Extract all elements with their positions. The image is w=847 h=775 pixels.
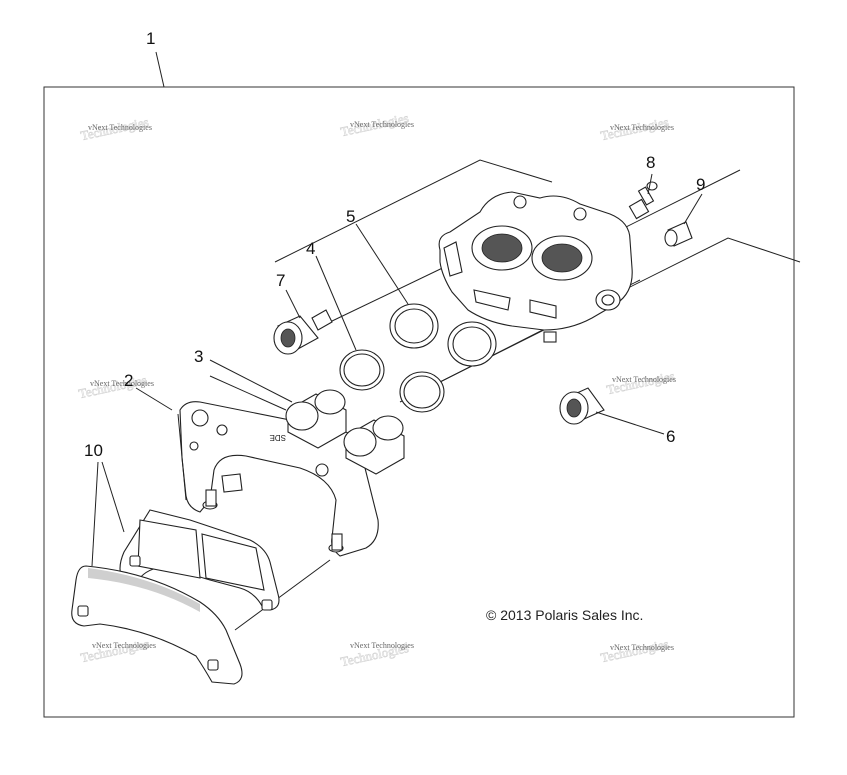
piston-lower	[343, 415, 405, 475]
callout-2: 2	[124, 371, 133, 390]
callout-1: 1	[146, 29, 155, 48]
watermark: vNext Technologies	[90, 379, 154, 388]
leader-line-6	[595, 411, 665, 435]
watermark: vNext Technologies	[88, 123, 152, 132]
callout-3: 3	[194, 347, 203, 366]
callout-10: 10	[84, 441, 103, 460]
pin-boot-lower	[559, 387, 605, 425]
bleeder-cap	[664, 221, 693, 247]
seal-upper	[339, 349, 385, 391]
leader-line-3	[209, 359, 293, 403]
assembly-guide-lines	[169, 159, 801, 631]
watermark: vNext Technologies	[350, 641, 414, 650]
caliper-housing	[438, 191, 633, 343]
seal-ring-lower	[447, 321, 497, 367]
leader-line-1	[155, 51, 165, 88]
watermark: vNext Technologies	[612, 375, 676, 384]
seal-lower	[399, 371, 445, 413]
watermark: vNext Technologies	[610, 123, 674, 132]
seal-ring-upper	[389, 303, 439, 349]
leader-line-10b	[91, 461, 99, 567]
watermark: vNext Technologies	[92, 641, 156, 650]
pin-boot-upper	[273, 309, 333, 355]
callout-9: 9	[696, 175, 705, 194]
leader-line-4	[315, 255, 357, 351]
leader-line-10a	[101, 461, 125, 533]
callout-6: 6	[666, 427, 675, 446]
copyright-notice: © 2013 Polaris Sales Inc.	[486, 607, 643, 623]
diagram-frame	[43, 86, 795, 718]
brake-pad-outer	[71, 565, 243, 685]
leader-line-2	[135, 387, 173, 411]
bleeder-screw	[628, 181, 658, 220]
leader-line-5	[355, 223, 409, 305]
callout-7: 7	[276, 271, 285, 290]
leader-line-8	[647, 173, 653, 195]
callout-4: 4	[306, 239, 315, 258]
piston-upper	[285, 389, 347, 449]
leader-line-9	[683, 193, 703, 225]
watermark: vNext Technologies	[610, 643, 674, 652]
callout-5: 5	[346, 207, 355, 226]
part-marking: SDE	[270, 433, 286, 442]
leader-line-7	[285, 289, 301, 319]
callout-8: 8	[646, 153, 655, 172]
watermark: vNext Technologies	[350, 120, 414, 129]
